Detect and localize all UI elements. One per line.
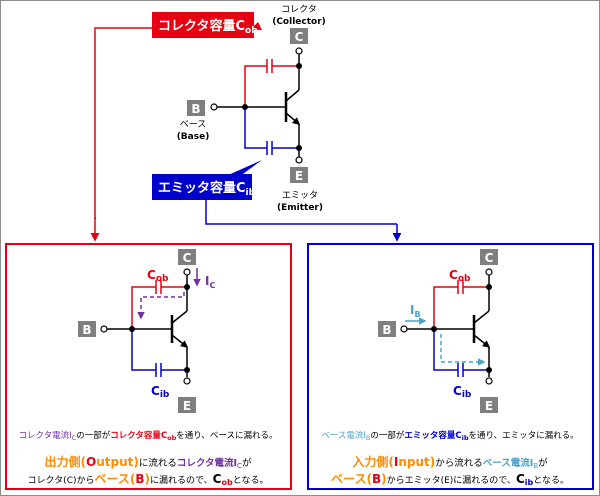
- right-base-terminal-dot: [400, 325, 408, 333]
- left-terminal-e-label: E: [183, 399, 191, 413]
- right-emitter-junction-dot: [486, 367, 492, 373]
- right-panel-border: [307, 243, 594, 490]
- left-panel: C Cob IC B: [5, 243, 292, 490]
- base-terminal-dot: [210, 103, 218, 111]
- right-terminal-b-label: B: [382, 323, 391, 337]
- collector-junction-dot: [296, 63, 302, 69]
- right-collector-junction-dot: [486, 284, 492, 290]
- right-cob-label: Cob: [449, 268, 471, 284]
- left-terminal-c-box: [178, 249, 196, 265]
- right-transistor: [407, 275, 491, 377]
- collector-en-label: (Collector): [272, 17, 326, 27]
- left-caption-line2: 出力側(Output)に流れるコレクタ電流ICが: [45, 454, 252, 470]
- top-cob-capacitor: [244, 59, 299, 107]
- right-terminal-e-box: [480, 397, 498, 413]
- terminal-c-label: C: [295, 30, 304, 44]
- base-en-label: (Base): [177, 132, 210, 142]
- emitter-jp-label: エミッタ: [282, 190, 318, 201]
- left-collector-terminal-dot: [183, 268, 191, 276]
- base-junction-dot: [242, 104, 248, 110]
- right-ib-label: IB: [410, 303, 421, 319]
- cob-route-line: [94, 27, 152, 219]
- cob-banner-text: コレクタ容量Cob: [158, 18, 258, 36]
- collector-terminal-dot: [295, 47, 303, 55]
- terminal-e-label: E: [295, 169, 303, 183]
- left-emitter-junction-dot: [184, 367, 190, 373]
- base-jp-label: ベース: [180, 120, 207, 130]
- top-cib-capacitor: [244, 107, 299, 155]
- top-circuit: コレクタ容量Cob コレクタ (Collector) C B ベース (Base…: [90, 4, 402, 242]
- right-leak-path: [440, 334, 486, 366]
- terminal-e-box: [290, 167, 308, 183]
- cib-route-line: [205, 200, 397, 225]
- left-terminal-e-box: [178, 397, 196, 413]
- left-leak-path: [137, 292, 185, 320]
- cib-banner: エミッタ容量Cib: [152, 160, 262, 200]
- left-panel-border: [5, 243, 292, 490]
- left-caption-line1: コレクタ電流ICの一部がコレクタ容量Cobを通り、ベースに漏れる。: [18, 430, 277, 442]
- cob-banner: コレクタ容量Cob: [152, 12, 262, 38]
- right-emitter-terminal-dot: [485, 377, 493, 385]
- left-terminal-c-label: C: [183, 251, 192, 265]
- right-caption-line1: ベース電流IBの一部がエミッタ容量Cibを通り、エミッタに漏れる。: [321, 430, 578, 442]
- right-base-junction-dot: [431, 326, 437, 332]
- right-panel: C Cob IB B: [307, 243, 594, 490]
- left-cob-capacitor: [131, 280, 187, 329]
- left-transistor: [107, 275, 189, 377]
- emitter-junction-dot: [296, 145, 302, 151]
- right-terminal-c-box: [480, 249, 498, 265]
- left-cib-label: Cib: [151, 384, 170, 400]
- left-base-terminal-dot: [100, 325, 108, 333]
- emitter-terminal-dot: [295, 156, 303, 164]
- right-cob-capacitor: [433, 280, 489, 329]
- right-terminal-e-label: E: [485, 399, 493, 413]
- right-terminal-c-label: C: [485, 251, 494, 265]
- terminal-c-box: [290, 28, 308, 44]
- left-collector-junction-dot: [184, 284, 190, 290]
- right-cib-label: Cib: [453, 384, 472, 400]
- right-collector-terminal-dot: [485, 268, 493, 276]
- left-caption-line3: コレクタ(C)からベース(B)に漏れるので、Cobとなる。: [28, 472, 269, 487]
- right-caption-line2: 入力側(Input)から流れるベース電流IBが: [352, 454, 548, 470]
- left-base-junction-dot: [129, 326, 135, 332]
- cib-banner-text: エミッタ容量Cib: [158, 180, 256, 198]
- emitter-en-label: (Emitter): [277, 203, 323, 213]
- right-cib-capacitor: [433, 329, 489, 377]
- left-cib-capacitor: [131, 329, 187, 377]
- left-cob-label: Cob: [147, 268, 169, 284]
- terminal-b-box: [187, 100, 205, 116]
- left-ic-label: IC: [205, 274, 215, 290]
- terminal-b-label: B: [191, 102, 200, 116]
- top-transistor: [217, 54, 301, 157]
- left-terminal-b-label: B: [82, 323, 91, 337]
- left-terminal-b-box: [78, 321, 96, 337]
- collector-jp-label: コレクタ: [281, 4, 317, 15]
- left-emitter-terminal-dot: [183, 377, 191, 385]
- right-terminal-b-box: [378, 321, 396, 337]
- right-caption-line3: ベース(B)からエミッタ(E)に漏れるので、Cibとなる。: [331, 472, 569, 487]
